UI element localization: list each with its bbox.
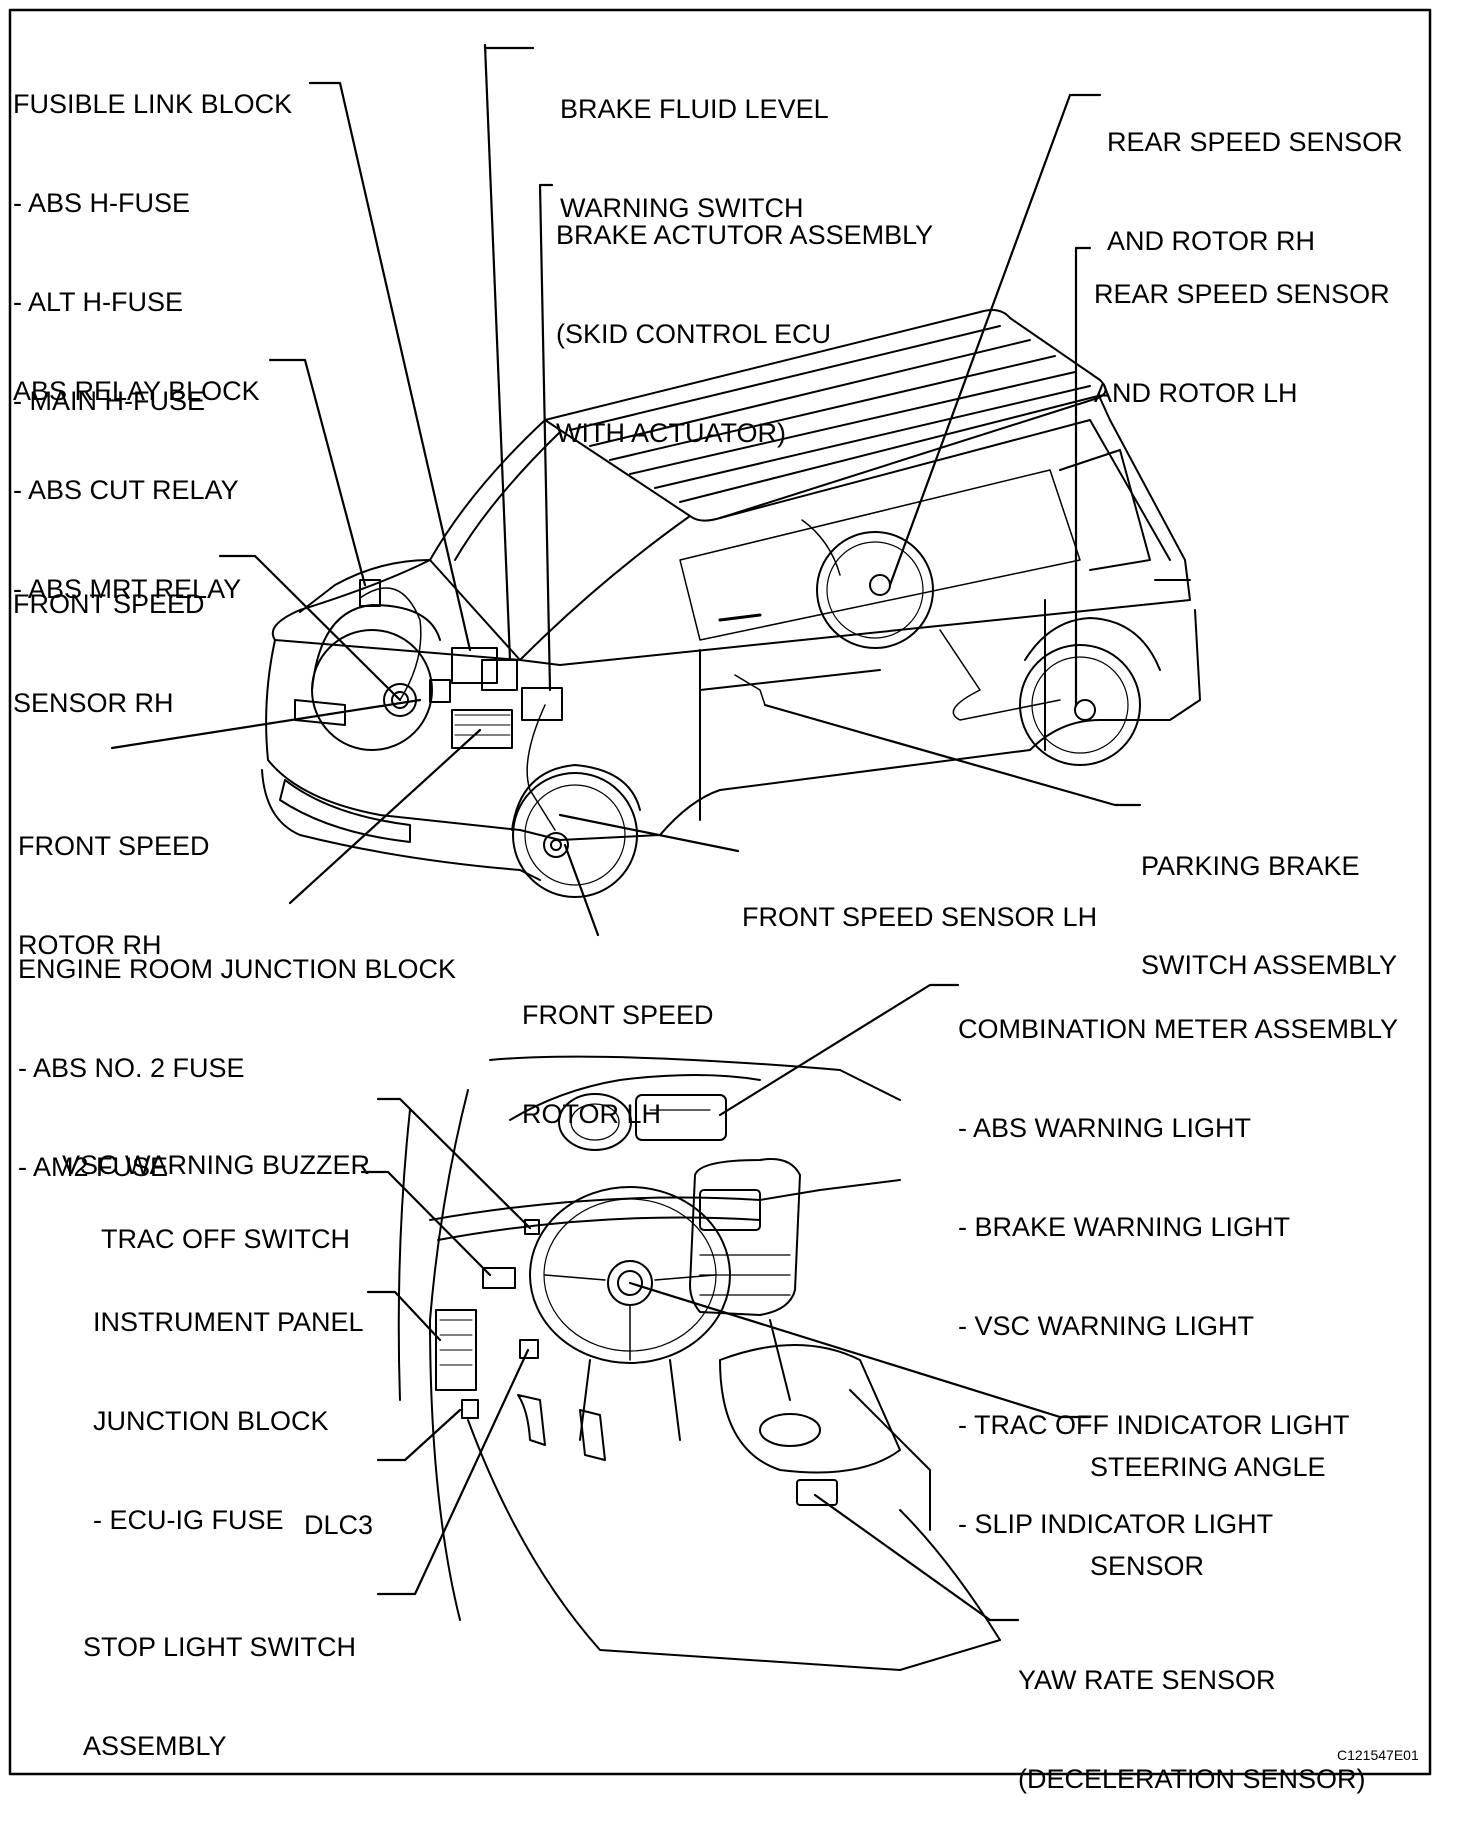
label-front-speed-sensor-lh: FRONT SPEED SENSOR LH [742, 902, 1098, 932]
label-fusible-link-block: FUSIBLE LINK BLOCK - ABS H-FUSE - ALT H-… [13, 89, 293, 416]
label-front-speed-rotor-lh: FRONT SPEED ROTOR LH [522, 1000, 714, 1129]
label-parking-brake-switch: PARKING BRAKE SWITCH ASSEMBLY [1141, 851, 1398, 980]
component-location-diagram [8, 8, 1432, 1776]
label-steering-angle-sensor: STEERING ANGLE SENSOR [1090, 1452, 1326, 1581]
label-brake-fluid-level-switch: BRAKE FLUID LEVEL WARNING SWITCH [560, 94, 829, 223]
label-rear-speed-sensor-lh: REAR SPEED SENSOR AND ROTOR LH [1094, 279, 1390, 408]
label-brake-actuator-assembly: BRAKE ACTUTOR ASSEMBLY (SKID CONTROL ECU… [556, 220, 934, 448]
label-instrument-panel-junction-block: INSTRUMENT PANEL JUNCTION BLOCK - ECU-IG… [93, 1307, 364, 1535]
label-vsc-warning-buzzer: VSC WARNING BUZZER [62, 1150, 371, 1180]
label-abs-relay-block: ABS RELAY BLOCK - ABS CUT RELAY - ABS MR… [13, 376, 260, 604]
label-engine-room-junction-block: ENGINE ROOM JUNCTION BLOCK - ABS NO. 2 F… [18, 954, 457, 1182]
label-front-speed-rotor-rh: FRONT SPEED ROTOR RH [18, 831, 210, 960]
interior-illustration [397, 1055, 1001, 1671]
leader-lines [110, 43, 1142, 1622]
label-combination-meter: COMBINATION METER ASSEMBLY - ABS WARNING… [958, 1014, 1399, 1539]
label-dlc3: DLC3 [304, 1510, 374, 1540]
figure-code: C121547E01 [1337, 1747, 1419, 1763]
figure-border [8, 8, 1432, 1776]
label-rear-speed-sensor-rh: REAR SPEED SENSOR AND ROTOR RH [1107, 127, 1403, 256]
vehicle-illustration [261, 309, 1201, 898]
label-stop-light-switch: STOP LIGHT SWITCH ASSEMBLY [83, 1632, 357, 1761]
label-yaw-rate-sensor: YAW RATE SENSOR (DECELERATION SENSOR) [1018, 1665, 1366, 1794]
label-front-speed-sensor-rh: FRONT SPEED SENSOR RH [13, 589, 205, 718]
label-trac-off-switch: TRAC OFF SWITCH [101, 1224, 350, 1254]
